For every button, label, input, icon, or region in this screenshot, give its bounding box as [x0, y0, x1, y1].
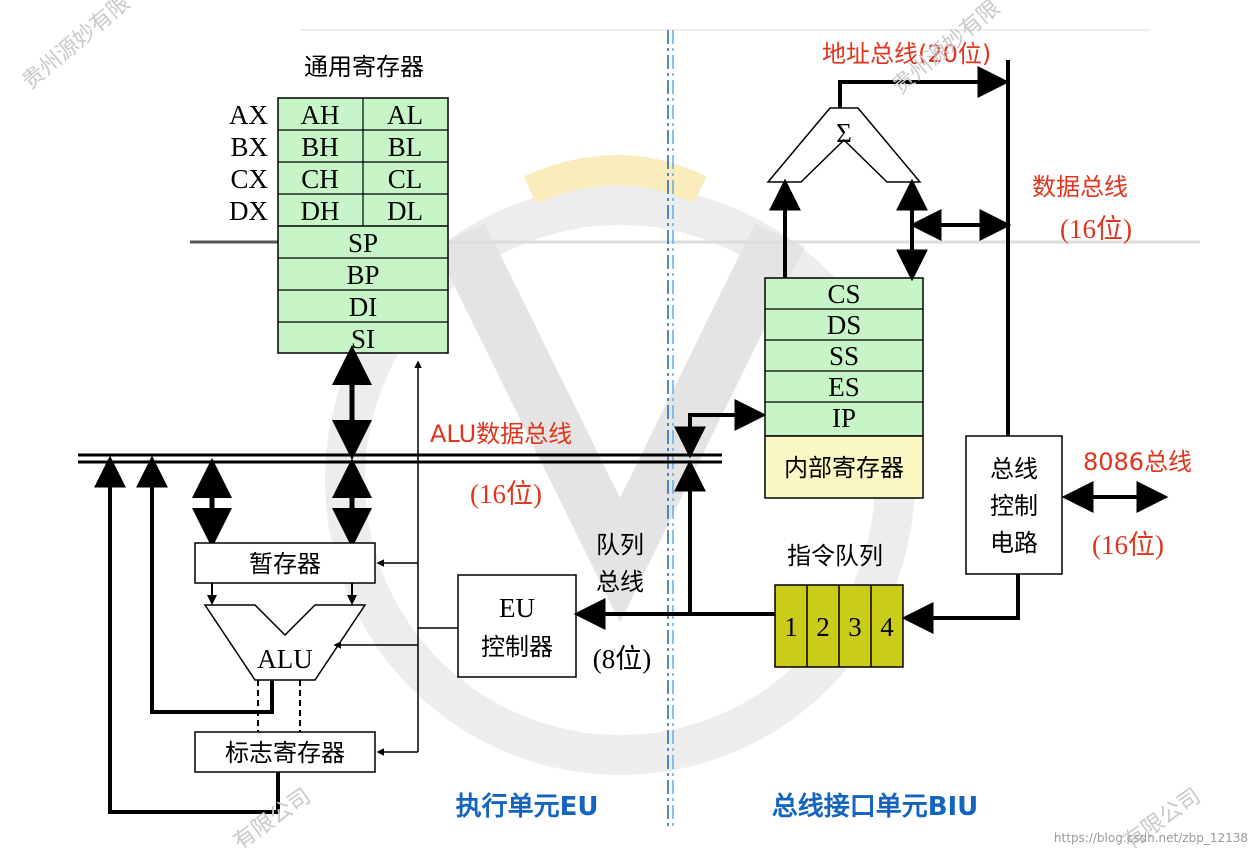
- watermark-bottom-left: 有限公司: [229, 784, 315, 855]
- alu-bus-to-internal: [674, 399, 767, 459]
- reg-al: AL: [387, 100, 423, 130]
- queue-cell-1: 1: [784, 612, 798, 642]
- general-registers: [277, 97, 449, 354]
- bus-control-box: [965, 435, 1063, 575]
- ctrl-line-main: [414, 360, 458, 629]
- reg-label-ax: AX: [229, 100, 268, 130]
- reg-label-bx: BX: [230, 132, 268, 162]
- queue-cell-3: 3: [848, 612, 862, 642]
- bus-control-line1: 总线: [990, 455, 1038, 483]
- biu-section-label: 总线接口单元BIU: [772, 792, 979, 822]
- instruction-queue: [774, 584, 904, 668]
- watermark-top-left: 贵州源妙有限: [18, 0, 135, 95]
- seg-ip: IP: [832, 403, 856, 433]
- eu-section-label: 执行单元EU: [456, 791, 599, 822]
- eu-controller-line1: EU: [499, 593, 535, 623]
- flag-feedback-line: [94, 455, 280, 814]
- reg-di: DI: [349, 292, 378, 322]
- alu-bus-label: ALU数据总线: [430, 420, 572, 448]
- queue-bus-label-2: 总线: [596, 568, 644, 596]
- alu-feedback-line: [136, 455, 274, 714]
- reg-cl: CL: [388, 164, 423, 194]
- reg-label-cx: CX: [230, 164, 268, 194]
- eu-biu-divider: [667, 30, 674, 830]
- seg-ss: SS: [829, 341, 859, 371]
- alu-shape: [203, 604, 367, 681]
- data-bus-width: (16位): [1060, 214, 1132, 244]
- eu-controller-box: [457, 574, 577, 678]
- address-bus-label: 地址总线(20位): [822, 40, 991, 68]
- reg-sp: SP: [348, 228, 378, 258]
- queue-bus-width: (8位): [593, 644, 651, 674]
- address-bus-arrow: [838, 66, 1010, 108]
- queue-cell-4: 4: [880, 612, 894, 642]
- reg-ah: AH: [301, 100, 340, 130]
- reg-dh: DH: [301, 196, 340, 226]
- reg-label-dx: DX: [229, 196, 268, 226]
- alu-label: ALU: [257, 644, 313, 674]
- queue-bus-label-1: 队列: [596, 531, 644, 559]
- general-registers-title: 通用寄存器: [304, 53, 424, 81]
- flag-register-label: 标志寄存器: [225, 739, 345, 767]
- reg-ch: CH: [301, 164, 339, 194]
- sigma-label: Σ: [836, 118, 852, 148]
- source-url: https://blog.csdn.net/zbp_12138: [1054, 831, 1248, 845]
- alu-data-bus: [78, 453, 722, 464]
- bus-control-to-queue: [901, 574, 1020, 634]
- flag-register-box: [194, 731, 376, 773]
- bus-control-line3: 电路: [990, 529, 1038, 557]
- queue-cell-2: 2: [816, 612, 830, 642]
- reg-bl: BL: [388, 132, 423, 162]
- internal-registers-label: 内部寄存器: [784, 454, 904, 482]
- temp-register-label: 暂存器: [249, 550, 321, 578]
- seg-es: ES: [828, 372, 860, 402]
- instruction-queue-title: 指令队列: [787, 542, 883, 570]
- temp-register-box: [194, 542, 376, 584]
- reg-bh: BH: [301, 132, 339, 162]
- reg-si: SI: [351, 324, 375, 354]
- system-bus-width: (16位): [1092, 530, 1164, 560]
- segment-registers: [764, 277, 924, 499]
- reg-dl: DL: [387, 196, 423, 226]
- data-bus-label: 数据总线: [1032, 173, 1128, 201]
- system-bus-label: 8086总线: [1083, 448, 1192, 476]
- reg-bp: BP: [346, 260, 379, 290]
- seg-ds: DS: [827, 310, 862, 340]
- alu-bus-width: (16位): [470, 479, 542, 509]
- seg-cs: CS: [827, 279, 860, 309]
- bus-control-line2: 控制: [990, 492, 1038, 520]
- eu-controller-line2: 控制器: [481, 633, 553, 661]
